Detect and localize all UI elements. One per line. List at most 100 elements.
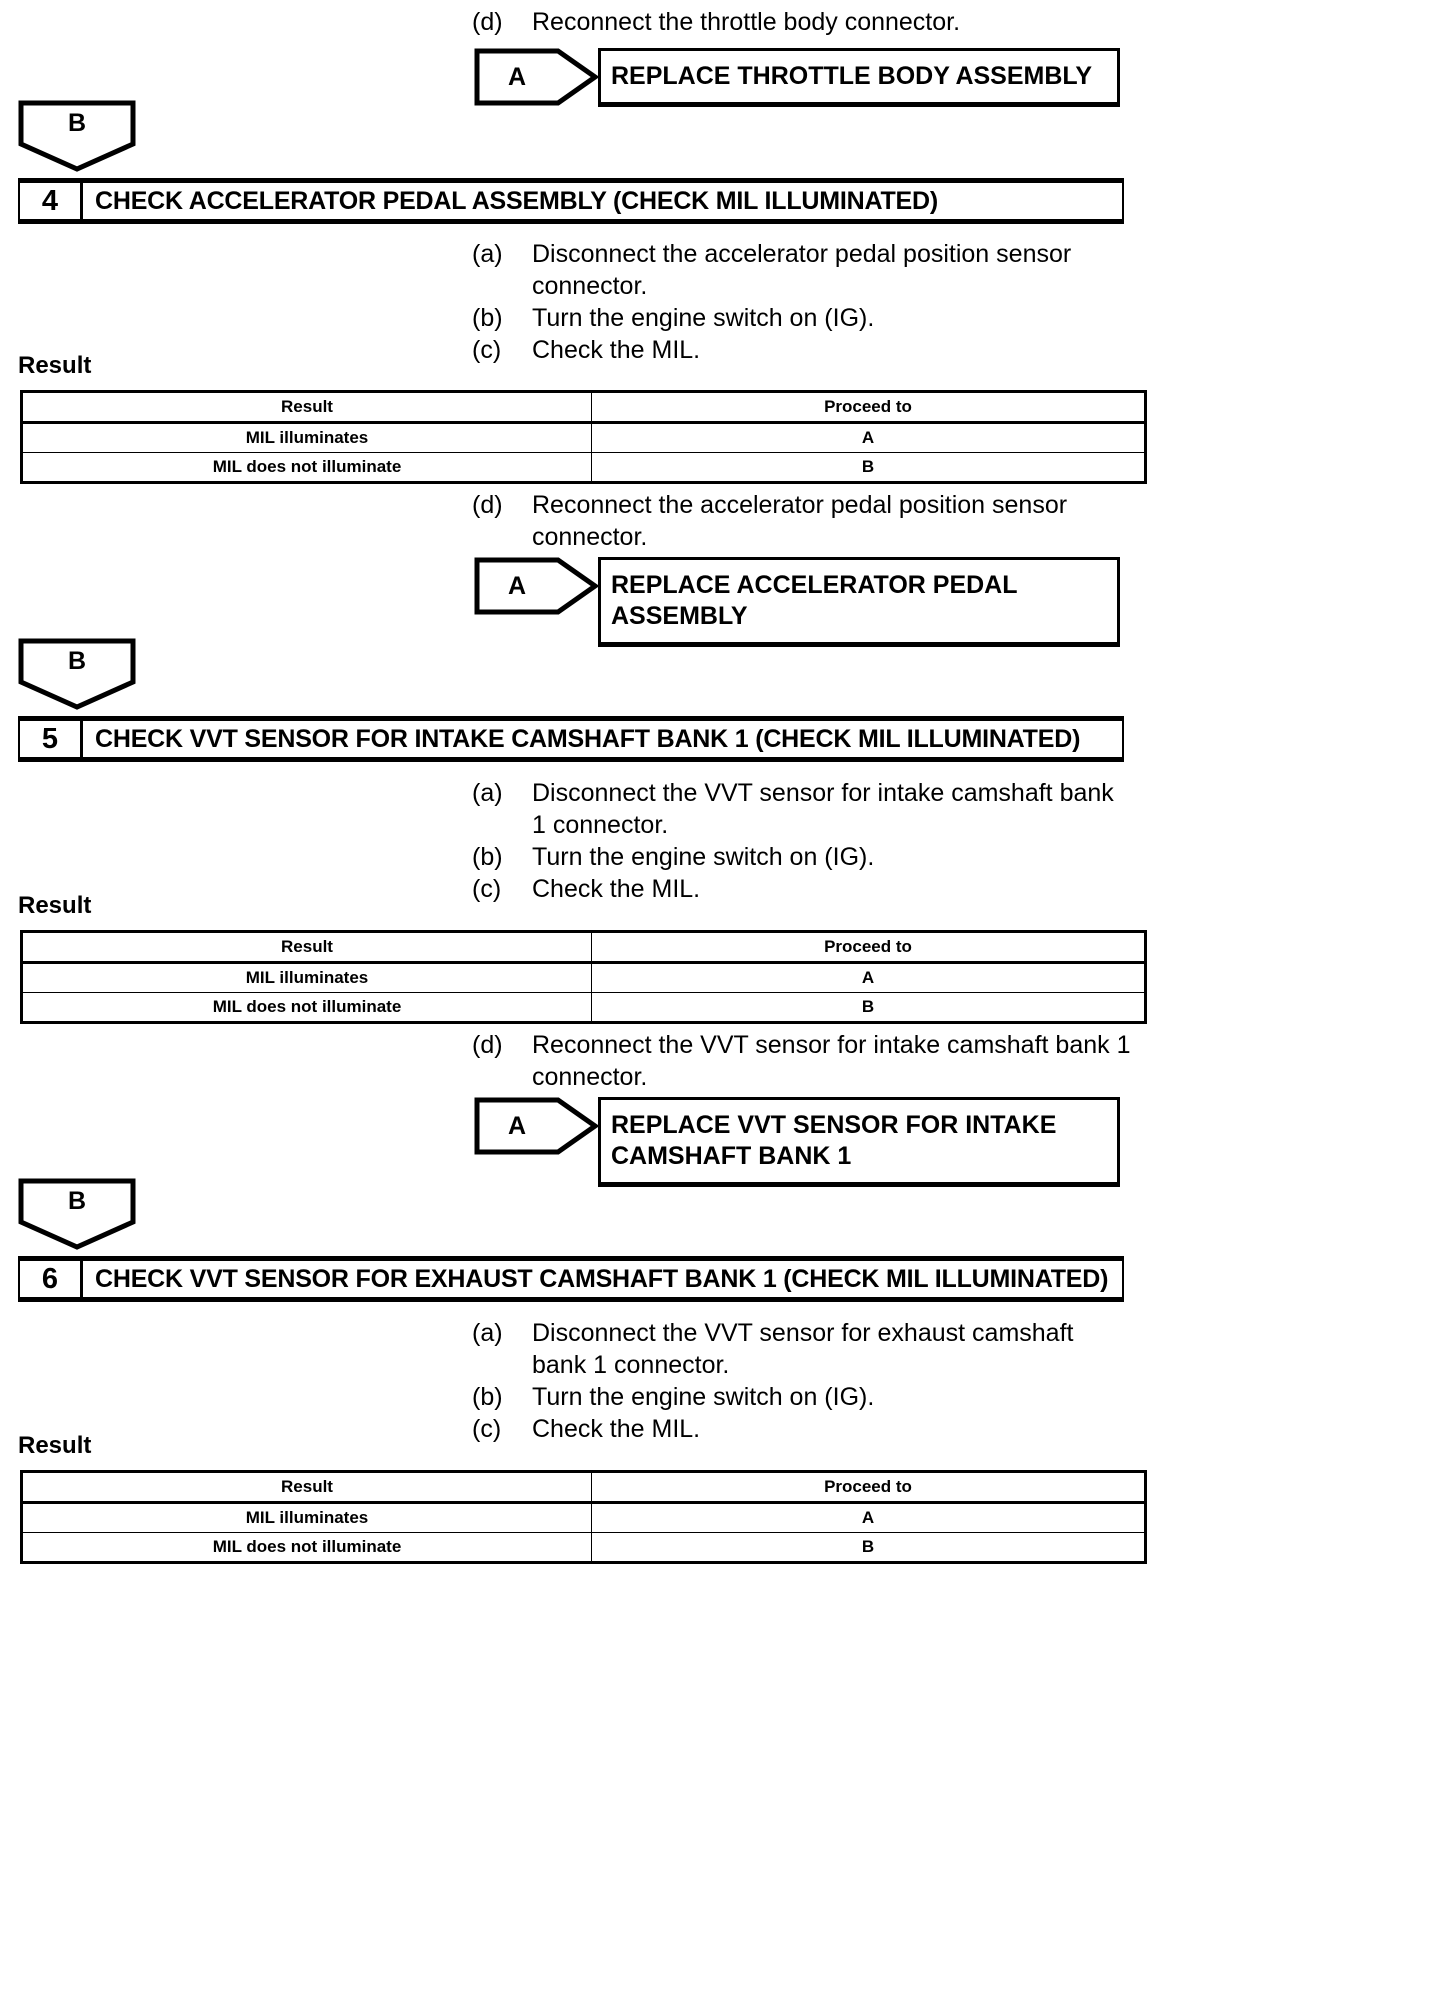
instruction-marker: (a) [472, 779, 503, 807]
instruction-row: (d) Reconnect the throttle body connecto… [472, 6, 1172, 38]
instruction-list-step4: (a) Disconnect the accelerator pedal pos… [472, 238, 1132, 366]
instruction-text: Disconnect the accelerator pedal positio… [532, 240, 1072, 300]
instruction-text: Reconnect the VVT sensor for intake cams… [532, 1031, 1131, 1091]
instruction-row: (c) Check the MIL. [472, 873, 1132, 905]
connector-b-label: B [67, 1186, 87, 1215]
connector-b-icon-2: B [18, 638, 136, 710]
table-row: MIL does not illuminate B [20, 452, 1147, 484]
result-caption-step5: Result [18, 892, 92, 919]
table-cell-result: MIL illuminates [20, 962, 592, 993]
action-group-replace-accelerator-pedal[interactable]: A REPLACE ACCELERATOR PEDAL ASSEMBLY [474, 557, 1120, 647]
table-cell-proceed: A [591, 962, 1147, 993]
connector-a-icon: A [474, 1097, 598, 1155]
connector-b-icon-3: B [18, 1178, 136, 1250]
instruction-marker: (b) [472, 304, 503, 332]
table-cell-result: MIL does not illuminate [20, 992, 592, 1024]
connector-a-label: A [507, 1111, 527, 1140]
instruction-marker: (b) [472, 1383, 503, 1411]
connector-b-label: B [67, 646, 87, 675]
instruction-text: Disconnect the VVT sensor for intake cam… [532, 779, 1114, 839]
result-table-step4: Result Proceed to MIL illuminates A MIL … [20, 390, 1147, 484]
step-title: CHECK VVT SENSOR FOR INTAKE CAMSHAFT BAN… [95, 724, 1081, 753]
instruction-text: Check the MIL. [532, 336, 701, 364]
instruction-text: Check the MIL. [532, 875, 701, 903]
step-number: 6 [20, 1261, 83, 1297]
instruction-marker: (c) [472, 1415, 502, 1443]
connector-a-label: A [507, 571, 527, 600]
instruction-list-step6: (a) Disconnect the VVT sensor for exhaus… [472, 1317, 1132, 1445]
result-caption-step6: Result [18, 1432, 92, 1459]
instruction-text: Turn the engine switch on (IG). [532, 304, 875, 332]
instruction-row: (d) Reconnect the VVT sensor for intake … [472, 1029, 1132, 1093]
table-row: MIL illuminates A [20, 962, 1147, 993]
action-box-label[interactable]: REPLACE ACCELERATOR PEDAL ASSEMBLY [598, 557, 1120, 647]
step-header-4: 4 CHECK ACCELERATOR PEDAL ASSEMBLY (CHEC… [18, 178, 1124, 224]
instruction-row: (a) Disconnect the VVT sensor for intake… [472, 777, 1132, 841]
instruction-marker: (d) [472, 1031, 503, 1059]
instruction-marker: (a) [472, 240, 503, 268]
connector-a-icon: A [474, 48, 598, 106]
instruction-row: (a) Disconnect the VVT sensor for exhaus… [472, 1317, 1132, 1381]
action-group-replace-vvt-intake[interactable]: A REPLACE VVT SENSOR FOR INTAKE CAMSHAFT… [474, 1097, 1120, 1187]
table-row: MIL does not illuminate B [20, 1532, 1147, 1564]
table-header-cell: Result [20, 1470, 592, 1504]
instruction-marker: (c) [472, 875, 502, 903]
step-header-6: 6 CHECK VVT SENSOR FOR EXHAUST CAMSHAFT … [18, 1256, 1124, 1302]
table-cell-proceed: B [591, 452, 1147, 484]
table-header-cell: Result [20, 390, 592, 424]
table-cell-result: MIL does not illuminate [20, 452, 592, 484]
table-row: MIL illuminates A [20, 422, 1147, 453]
instruction-marker: (d) [472, 491, 503, 519]
step-title: CHECK VVT SENSOR FOR EXHAUST CAMSHAFT BA… [95, 1264, 1109, 1293]
step-title: CHECK ACCELERATOR PEDAL ASSEMBLY (CHECK … [95, 186, 938, 215]
table-header-row: Result Proceed to [20, 390, 1147, 424]
step-number: 5 [20, 721, 83, 757]
instruction-text: Turn the engine switch on (IG). [532, 1383, 875, 1411]
instruction-row: (b) Turn the engine switch on (IG). [472, 841, 1132, 873]
instruction-text: Turn the engine switch on (IG). [532, 843, 875, 871]
instruction-list-step5: (a) Disconnect the VVT sensor for intake… [472, 777, 1132, 905]
table-header-cell: Result [20, 930, 592, 964]
instruction-row: (b) Turn the engine switch on (IG). [472, 302, 1132, 334]
instruction-text: Reconnect the throttle body connector. [532, 8, 961, 36]
table-cell-proceed: A [591, 422, 1147, 453]
result-caption-step4: Result [18, 352, 92, 379]
connector-a-icon: A [474, 557, 598, 615]
instruction-d-step4: (d) Reconnect the accelerator pedal posi… [472, 489, 1132, 553]
action-box-label[interactable]: REPLACE THROTTLE BODY ASSEMBLY [598, 48, 1120, 107]
instruction-marker: (d) [472, 8, 503, 36]
instruction-text: Disconnect the VVT sensor for exhaust ca… [532, 1319, 1074, 1379]
table-row: MIL illuminates A [20, 1502, 1147, 1533]
instruction-marker: (a) [472, 1319, 503, 1347]
instruction-d-step5: (d) Reconnect the VVT sensor for intake … [472, 1029, 1132, 1093]
table-cell-result: MIL illuminates [20, 1502, 592, 1533]
instruction-row: (c) Check the MIL. [472, 334, 1132, 366]
instruction-row: (d) Reconnect the accelerator pedal posi… [472, 489, 1132, 553]
instruction-row: (b) Turn the engine switch on (IG). [472, 1381, 1132, 1413]
table-cell-proceed: B [591, 992, 1147, 1024]
table-header-row: Result Proceed to [20, 1470, 1147, 1504]
table-header-cell: Proceed to [591, 930, 1147, 964]
instruction-text: Reconnect the accelerator pedal position… [532, 491, 1068, 551]
result-table-step6: Result Proceed to MIL illuminates A MIL … [20, 1470, 1147, 1564]
connector-b-icon-1: B [18, 100, 136, 172]
instruction-text: Check the MIL. [532, 1415, 701, 1443]
instruction-marker: (b) [472, 843, 503, 871]
instruction-row: (c) Check the MIL. [472, 1413, 1132, 1445]
step-header-5: 5 CHECK VVT SENSOR FOR INTAKE CAMSHAFT B… [18, 716, 1124, 762]
action-box-label[interactable]: REPLACE VVT SENSOR FOR INTAKE CAMSHAFT B… [598, 1097, 1120, 1187]
instruction-row: (a) Disconnect the accelerator pedal pos… [472, 238, 1132, 302]
table-header-cell: Proceed to [591, 1470, 1147, 1504]
table-cell-proceed: B [591, 1532, 1147, 1564]
result-table-step5: Result Proceed to MIL illuminates A MIL … [20, 930, 1147, 1024]
table-cell-proceed: A [591, 1502, 1147, 1533]
action-group-replace-throttle-body[interactable]: A REPLACE THROTTLE BODY ASSEMBLY [474, 48, 1120, 107]
step-number: 4 [20, 183, 83, 219]
table-header-cell: Proceed to [591, 390, 1147, 424]
connector-b-label: B [67, 108, 87, 137]
table-header-row: Result Proceed to [20, 930, 1147, 964]
table-cell-result: MIL does not illuminate [20, 1532, 592, 1564]
instruction-d-throttle: (d) Reconnect the throttle body connecto… [472, 6, 1172, 38]
connector-a-label: A [507, 62, 527, 91]
instruction-marker: (c) [472, 336, 502, 364]
